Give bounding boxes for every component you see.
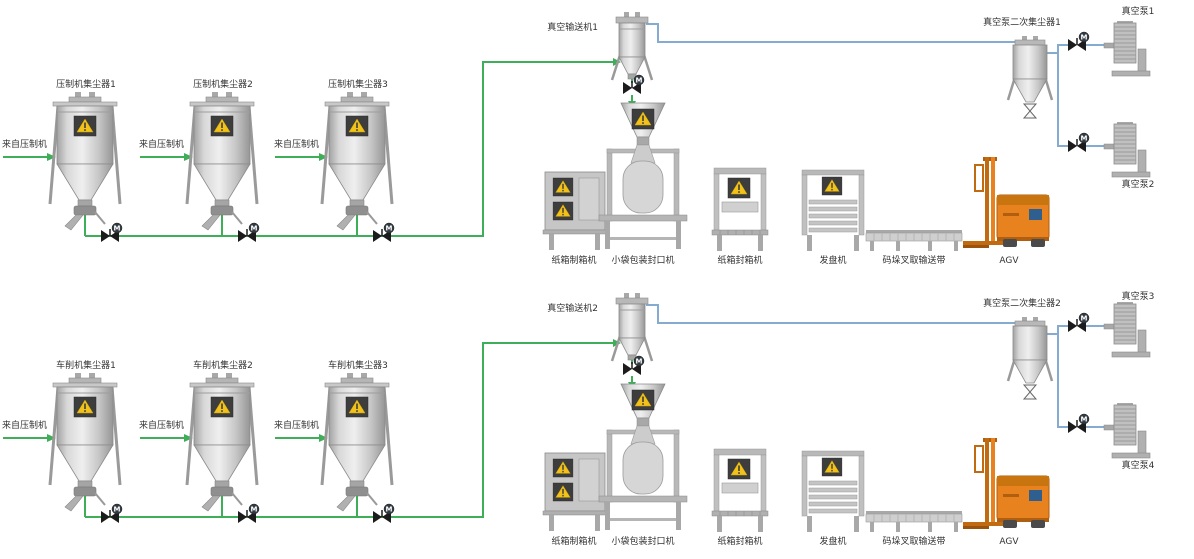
equipment-label: 小袋包装封口机 (611, 256, 675, 266)
source-label: 来自压制机 (274, 140, 320, 150)
conveyor-label: 真空输送机1 (547, 23, 598, 33)
source-label: 来自压制机 (139, 140, 185, 150)
equipment-label: 纸箱封箱机 (717, 256, 763, 266)
pump-label: 真空泵3 (1121, 292, 1155, 302)
pump-label: 真空泵2 (1121, 180, 1155, 190)
equipment-label: 码垛叉取输送带 (882, 256, 946, 266)
source-label: 来自压制机 (274, 421, 320, 431)
collector-label: 压制机集尘器2 (193, 80, 253, 90)
pump-label: 真空泵4 (1121, 461, 1155, 471)
equipment-label: 发盘机 (819, 256, 847, 266)
equipment-label: AGV (999, 537, 1019, 547)
source-label: 来自压制机 (2, 421, 48, 431)
production-line-lathe (3, 293, 1150, 532)
equipment-label: 码垛叉取输送带 (882, 537, 946, 547)
equipment-label: 发盘机 (819, 537, 847, 547)
equipment-label: 纸箱封箱机 (717, 537, 763, 547)
secondary-collector-label: 真空泵二次集尘器1 (983, 18, 1061, 28)
equipment-label: AGV (999, 256, 1019, 266)
source-label: 来自压制机 (2, 140, 48, 150)
production-line-press (3, 12, 1150, 251)
equipment-label: 小袋包装封口机 (611, 537, 675, 547)
collector-label: 压制机集尘器3 (328, 80, 388, 90)
collector-label: 车削机集尘器1 (56, 361, 116, 371)
collector-label: 车削机集尘器2 (193, 361, 253, 371)
source-label: 来自压制机 (139, 421, 185, 431)
pump-label: 真空泵1 (1121, 7, 1155, 17)
equipment-label: 纸箱制箱机 (551, 537, 597, 547)
equipment-label: 纸箱制箱机 (551, 256, 597, 266)
conveyor-label: 真空输送机2 (547, 304, 598, 314)
collector-label: 压制机集尘器1 (56, 80, 116, 90)
collector-label: 车削机集尘器3 (328, 361, 388, 371)
secondary-collector-label: 真空泵二次集尘器2 (983, 299, 1061, 309)
